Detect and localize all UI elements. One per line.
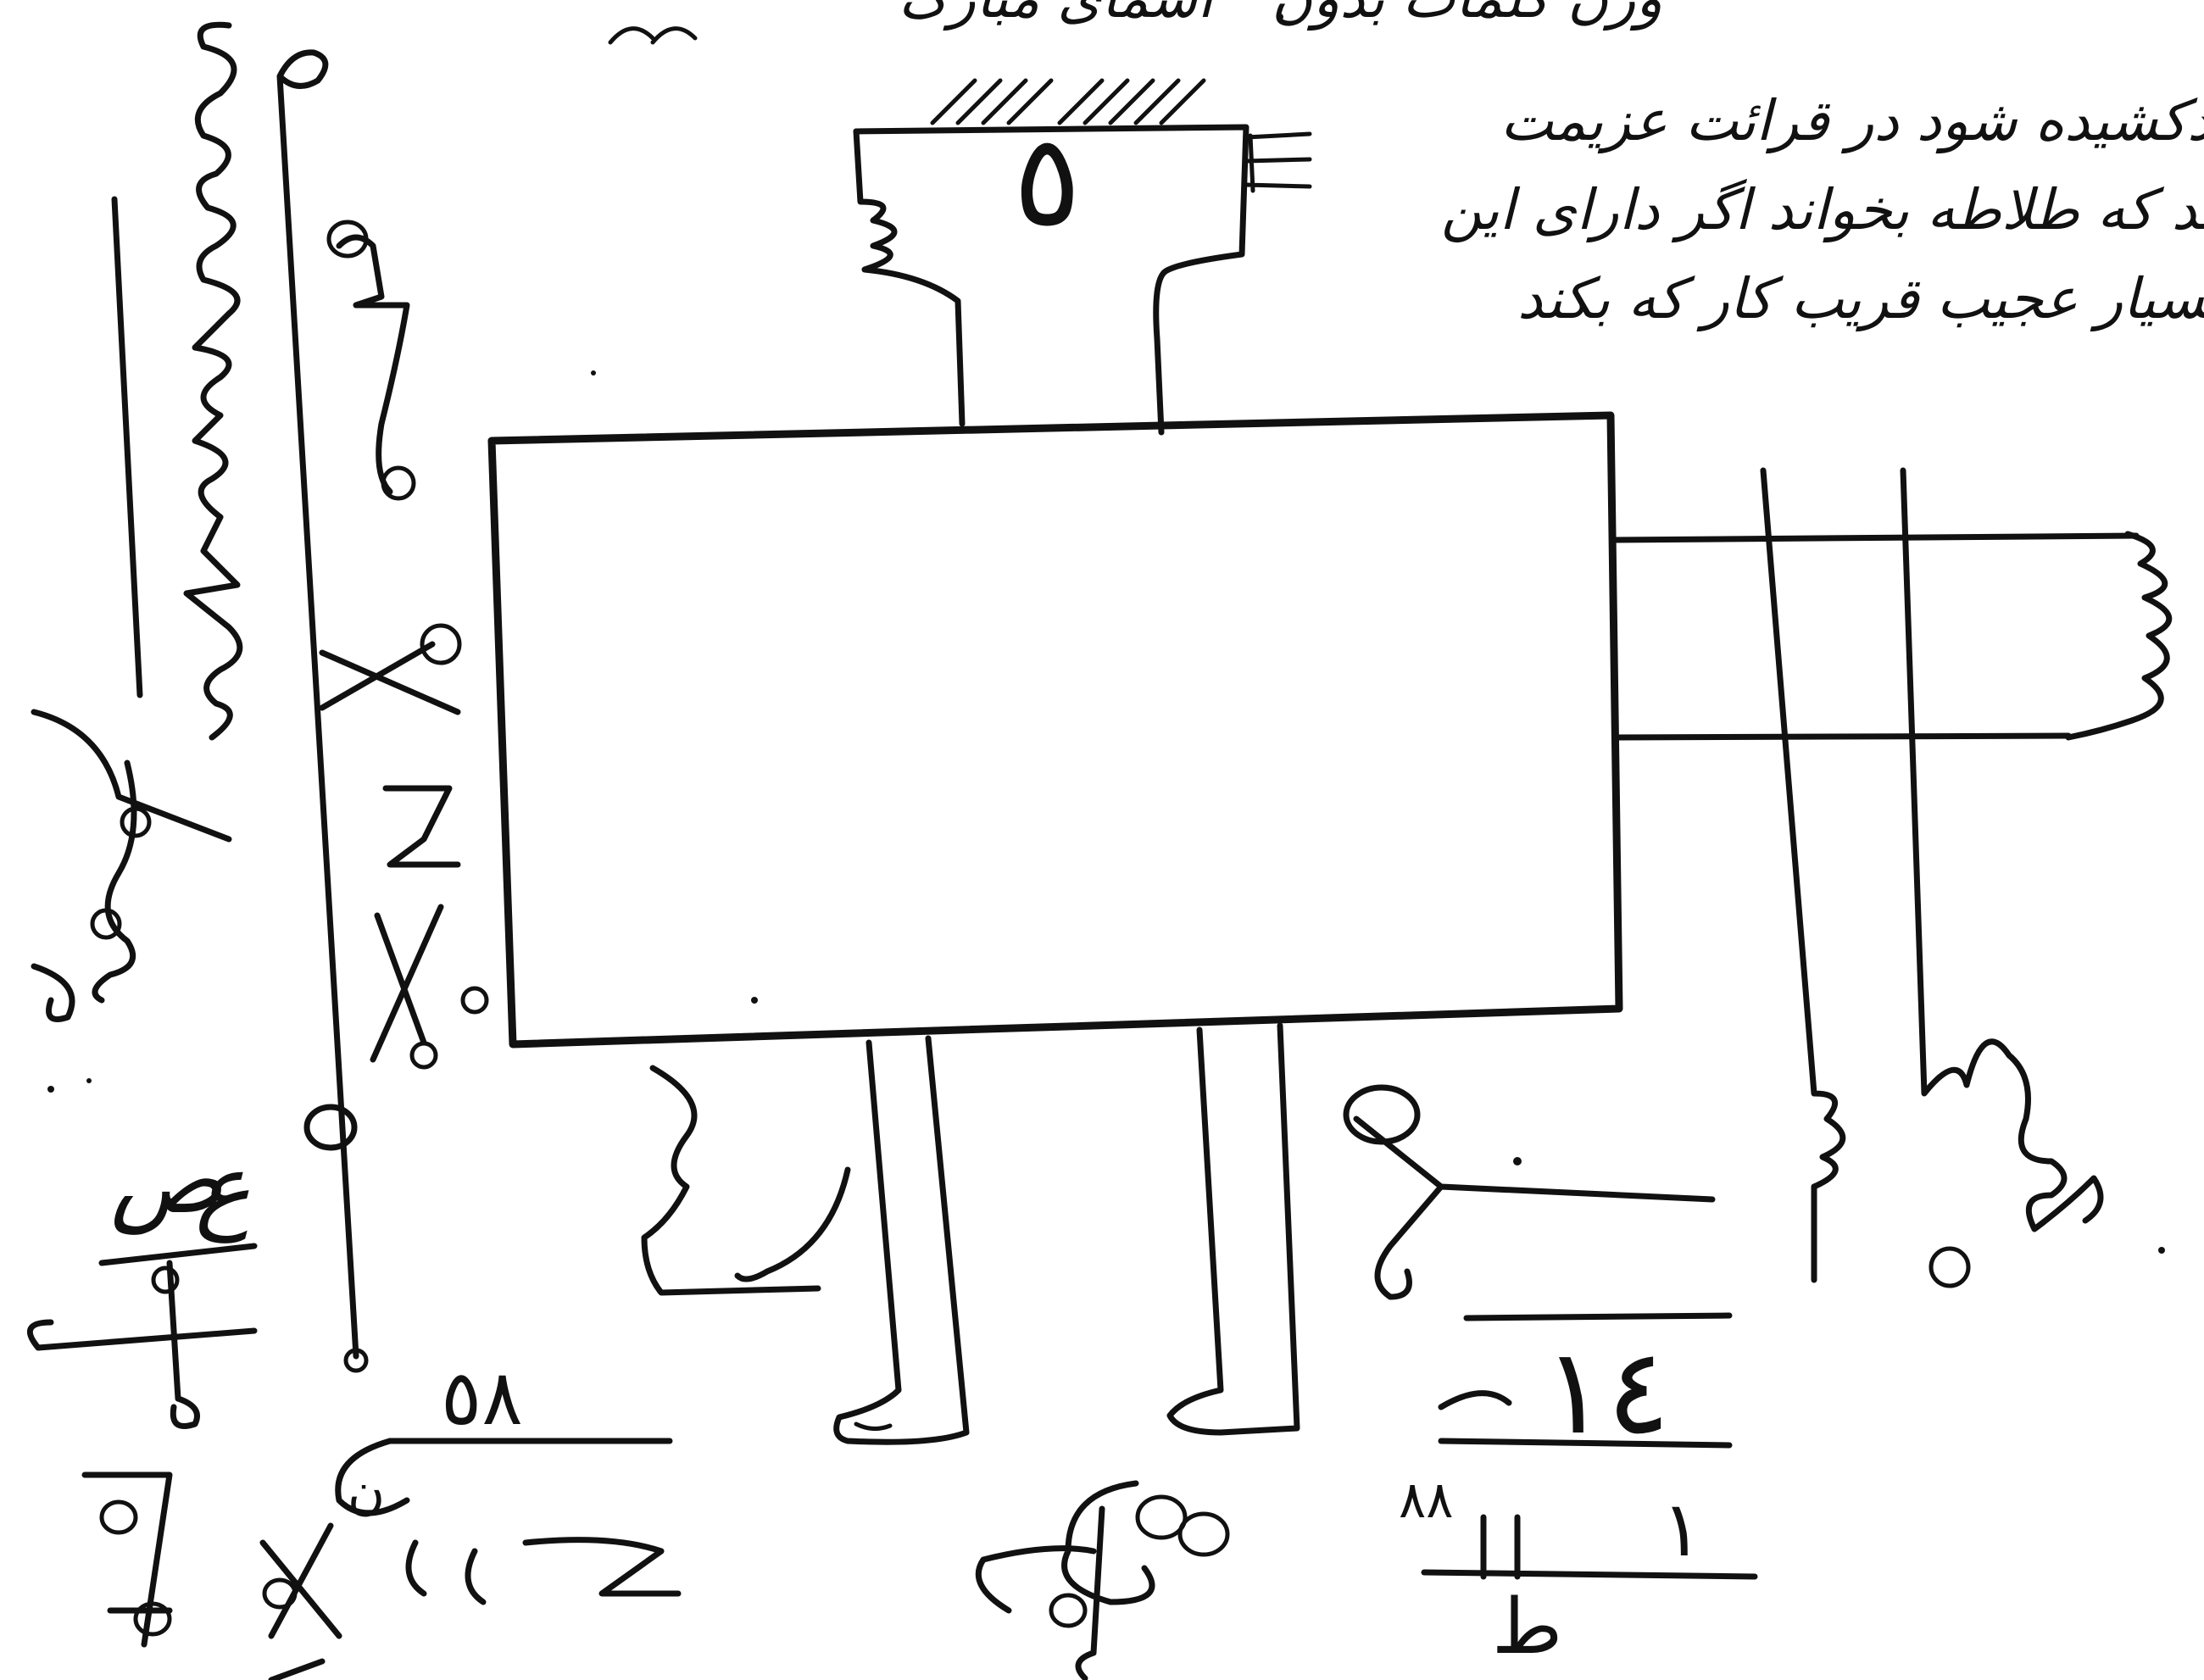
bottom-right-letter: ط — [1492, 1583, 1562, 1672]
outer-left-line — [111, 196, 143, 698]
bottom-right-block: ١٤ ٨٨ ١ ط — [1399, 1312, 1758, 1672]
bottom-middle-sigil — [975, 1480, 1230, 1680]
figure-head: ٥ — [853, 78, 1312, 436]
bottom-left-numeral: ٥٨ — [441, 1354, 523, 1443]
bottom-left-block: ٥٨ ن — [81, 1354, 682, 1680]
header-squiggle — [608, 26, 698, 45]
note-line-1: يا دكشيده شود در قرائت عزيمت — [1500, 88, 2204, 154]
left-small-char: ص — [110, 1126, 224, 1235]
header-left-text: اسمای مبارک — [899, 0, 1219, 31]
bottom-left-small: ن — [348, 1462, 385, 1521]
note-line-3: نشو بسيار عجيب قريب كار كه بكند — [1517, 266, 2204, 332]
figure-legs — [833, 1022, 1300, 1445]
figure-arm — [1611, 531, 2173, 741]
left-small-char-2: ع — [195, 1134, 251, 1243]
leg-left-glyph — [641, 1065, 851, 1296]
bottom-right-numeral-top: ١٤ — [1543, 1323, 1670, 1461]
head-numeral: ٥ — [1013, 108, 1082, 255]
bottom-right-numeral-bottom: ١ — [1661, 1485, 1702, 1574]
left-staff — [276, 49, 369, 1373]
head-ear-lines — [1244, 131, 1312, 193]
note-line-2: بسمع كنند كه طلاطه بخواند اگر دارای اين — [1441, 177, 2204, 243]
figure-body — [487, 411, 1623, 1049]
head-hair — [930, 78, 1206, 125]
ink-specks — [47, 14, 2165, 1254]
bottom-right-superscript: ٨٨ — [1399, 1471, 1453, 1530]
middle-left-glyphs — [319, 220, 489, 1070]
persian-note: يا دكشيده شود در قرائت عزيمت بسمع كنند ك… — [1441, 88, 2204, 332]
hand-fingers — [2065, 531, 2173, 741]
leg-right-glyph — [1343, 1084, 1716, 1300]
right-staffs — [1760, 467, 2104, 1288]
left-sigil-column — [31, 21, 243, 1022]
lower-left-glyphs: ص ع — [26, 1126, 258, 1429]
header-right-text: وزن كلمات بدون — [1272, 0, 1662, 31]
